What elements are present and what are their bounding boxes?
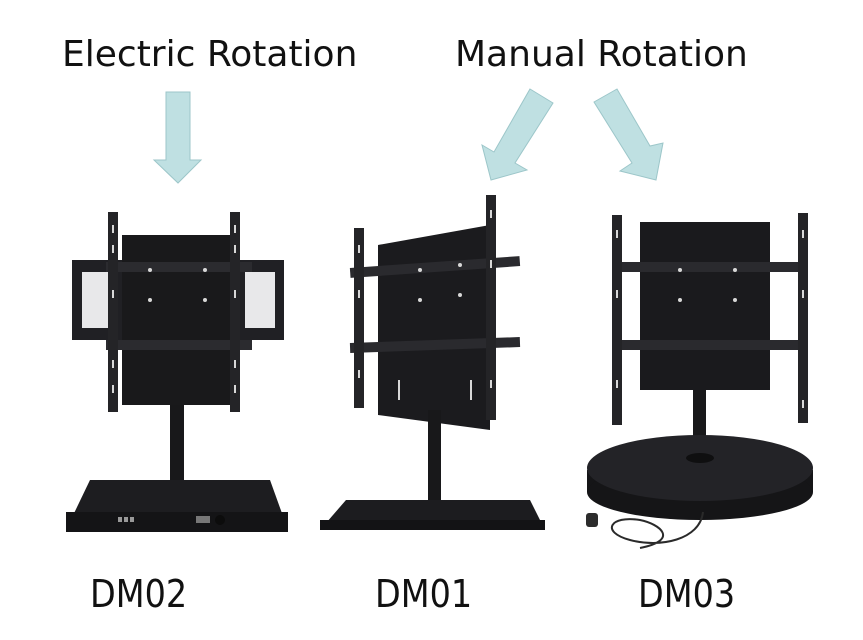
arrow-down-icon <box>152 91 203 184</box>
product-dm03-stand <box>586 213 813 549</box>
model-label-dm03: DM03 <box>638 572 736 616</box>
heading-manual-rotation: Manual Rotation <box>455 34 748 75</box>
arrow-down-right-icon <box>593 88 664 181</box>
model-label-dm01: DM01 <box>375 572 473 616</box>
product-dm01-stand <box>320 195 545 530</box>
arrow-down-left-icon <box>481 88 554 181</box>
product-dm02-stand <box>66 212 288 532</box>
heading-electric-rotation: Electric Rotation <box>62 34 358 75</box>
model-label-dm02: DM02 <box>90 572 188 616</box>
